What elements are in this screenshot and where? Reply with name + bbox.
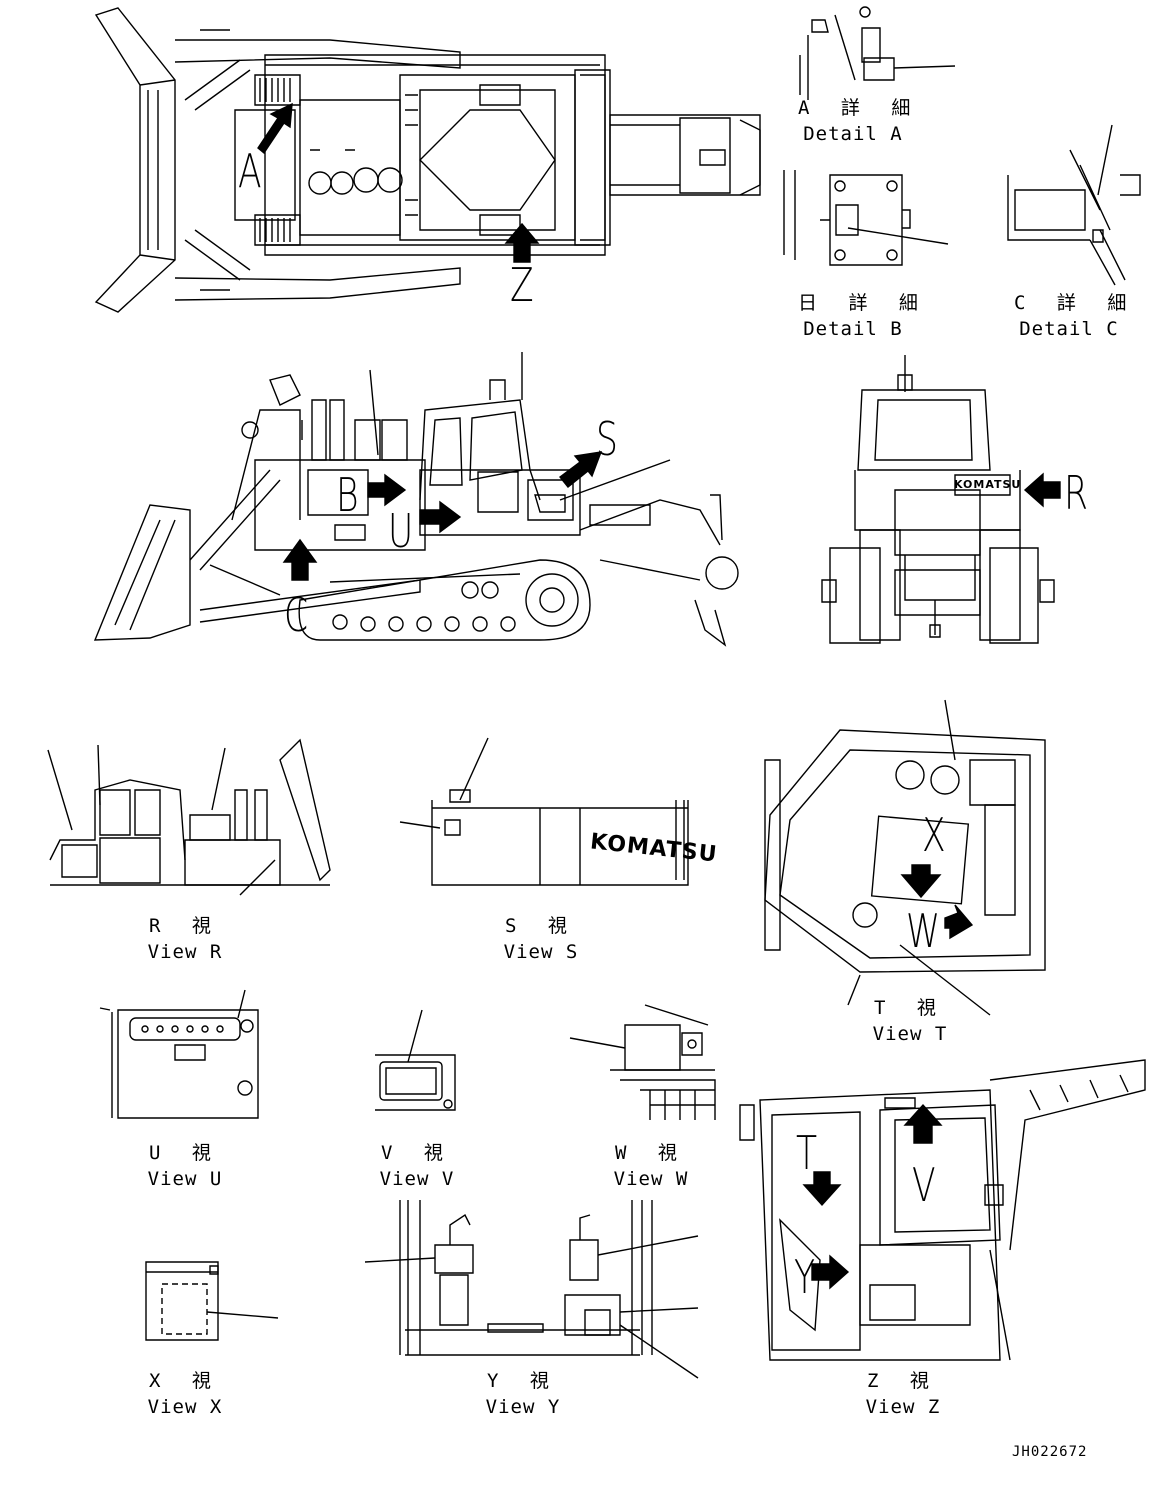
detail-c-label: C 詳 細 Detail C xyxy=(1014,290,1137,342)
side-view-dozer xyxy=(95,352,738,645)
detail-a-en: Detail A xyxy=(803,123,903,145)
arrow-u-icon xyxy=(420,502,460,532)
drawing-id: JH022672 xyxy=(1012,1444,1088,1460)
callout-a: A xyxy=(238,144,262,198)
arrow-x-icon xyxy=(902,865,940,897)
callout-u: U xyxy=(388,504,414,558)
callout-v: V xyxy=(912,1158,936,1212)
arrow-t-icon xyxy=(804,1172,840,1205)
view-z-en: View Z xyxy=(865,1396,941,1418)
view-u-jp: U 視 xyxy=(149,1142,221,1164)
view-u-en: View U xyxy=(147,1168,223,1190)
view-u-label: U 視 View U xyxy=(130,1140,240,1192)
view-v-label: V 視 View V xyxy=(362,1140,472,1192)
brand-mark-rear: KOMATSU xyxy=(954,478,1022,491)
view-t-label: T 視 View T xyxy=(855,995,965,1047)
top-view-dozer xyxy=(96,8,760,312)
detail-c-en: Detail C xyxy=(1019,318,1119,340)
detail-b-drawing xyxy=(784,170,948,265)
view-w-drawing xyxy=(570,1005,715,1120)
callout-z: Z xyxy=(510,258,534,312)
arrow-v-icon xyxy=(905,1105,941,1143)
arrow-a-icon xyxy=(258,104,292,153)
view-u-drawing xyxy=(100,990,258,1118)
view-z-drawing xyxy=(740,1060,1145,1360)
view-r-en: View R xyxy=(147,941,223,963)
view-x-label: X 視 View X xyxy=(130,1368,240,1420)
arrow-w-icon xyxy=(945,905,972,938)
detail-b-jp: 日 詳 細 xyxy=(798,292,928,314)
callout-y: Y xyxy=(794,1250,816,1304)
callout-b: B xyxy=(336,468,359,522)
arrow-r-icon xyxy=(1025,474,1060,506)
arrow-z-icon xyxy=(506,224,538,262)
view-t-jp: T 視 xyxy=(874,997,946,1019)
view-y-en: View Y xyxy=(485,1396,561,1418)
view-r-jp: R 視 xyxy=(149,915,221,937)
detail-c-jp: C 詳 細 xyxy=(1014,292,1137,314)
arrow-b-icon xyxy=(368,475,405,505)
view-s-drawing xyxy=(400,738,688,885)
callout-c: C xyxy=(284,588,309,642)
view-t-drawing xyxy=(765,700,1045,1015)
view-w-jp: W 視 xyxy=(615,1142,687,1164)
arrow-s-icon xyxy=(560,452,601,487)
view-z-jp: Z 視 xyxy=(867,1370,939,1392)
detail-c-drawing xyxy=(1008,125,1140,285)
view-s-en: View S xyxy=(503,941,579,963)
view-v-jp: V 視 xyxy=(381,1142,453,1164)
view-z-label: Z 視 View Z xyxy=(848,1368,958,1420)
view-t-en: View T xyxy=(872,1023,948,1045)
view-x-jp: X 視 xyxy=(149,1370,221,1392)
detail-a-label: A 詳 細 Detail A xyxy=(798,95,921,147)
view-x-en: View X xyxy=(147,1396,223,1418)
view-s-jp: S 視 xyxy=(505,915,577,937)
callout-w: W xyxy=(906,904,941,958)
callout-x: X xyxy=(922,808,946,862)
detail-b-label: 日 詳 細 Detail B xyxy=(798,290,928,342)
view-y-label: Y 視 View Y xyxy=(468,1368,578,1420)
view-y-drawing xyxy=(365,1200,698,1378)
arrow-y-icon xyxy=(812,1256,848,1288)
detail-a-jp: A 詳 細 xyxy=(798,97,921,119)
view-w-label: W 視 View W xyxy=(596,1140,706,1192)
rear-view-dozer xyxy=(822,355,1054,643)
detail-b-en: Detail B xyxy=(803,318,903,340)
view-v-en: View V xyxy=(379,1168,455,1190)
view-y-jp: Y 視 xyxy=(487,1370,559,1392)
view-s-label: S 視 View S xyxy=(486,913,596,965)
callout-r: R xyxy=(1064,466,1088,520)
callout-s: S xyxy=(596,412,618,466)
view-x-drawing xyxy=(146,1262,278,1340)
view-r-label: R 視 View R xyxy=(130,913,240,965)
view-v-drawing xyxy=(375,1010,455,1110)
arrow-c-icon xyxy=(284,540,316,580)
view-w-en: View W xyxy=(613,1168,689,1190)
callout-t: T xyxy=(796,1126,818,1180)
view-r-drawing xyxy=(48,740,330,895)
detail-a-drawing xyxy=(800,7,955,100)
